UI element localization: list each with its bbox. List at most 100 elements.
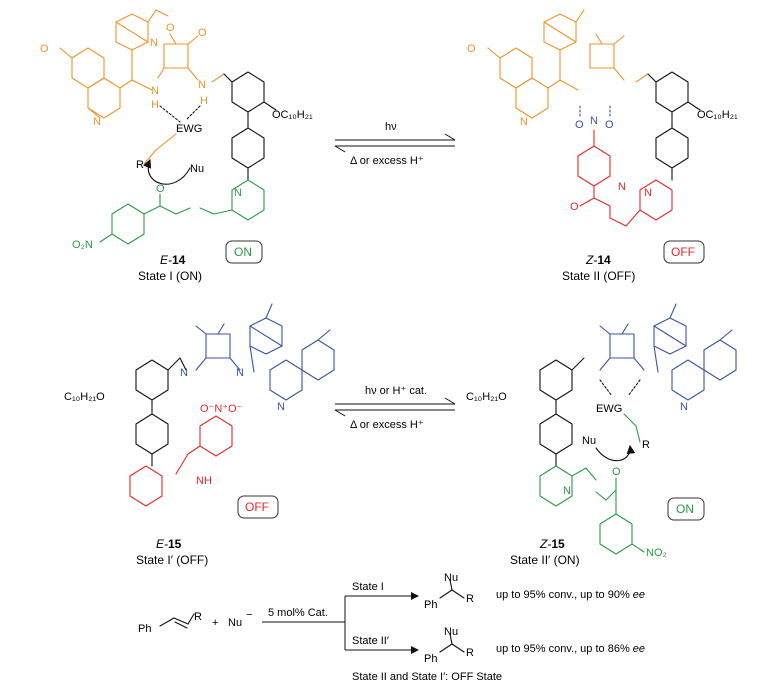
biaryl-core — [135, 357, 187, 467]
attack-arrow — [595, 444, 636, 462]
oalkyl-label: OC₁₀H₂₁ — [272, 109, 313, 121]
methoxy-label: O — [467, 43, 476, 55]
badge-off-z14-text: OFF — [671, 245, 695, 259]
nh-left-h: H — [151, 99, 159, 111]
pyridine-hydrazone — [539, 465, 645, 555]
arrow-bottom-label: Δ or excess H⁺ — [350, 155, 424, 167]
squaramide — [157, 33, 225, 83]
product-top-nu: Nu — [444, 572, 458, 584]
sq-o1: O — [166, 22, 175, 34]
h-bond-dashes — [579, 105, 611, 119]
methoxy-label: O — [40, 43, 49, 55]
substrate-alkene — [623, 413, 641, 443]
quinoline-ring — [59, 47, 133, 119]
nh-left-n: N — [151, 85, 159, 97]
compound-name-e14: E-14 — [160, 253, 186, 267]
amide-o: O — [570, 201, 579, 213]
nu-label: Nu — [190, 163, 204, 175]
nh-label: N — [618, 181, 626, 193]
h-bond-dashes — [599, 379, 641, 397]
compound-name-e15: E-15 — [156, 537, 182, 551]
footer-note: State II and State I′: OFF State — [352, 671, 502, 683]
nh-right-n: N — [236, 367, 244, 379]
state-label-z14: State II (OFF) — [562, 269, 635, 283]
biaryl-core — [647, 71, 701, 181]
structure-z15: N C₁₀H₂₁O EWG R Nu — [466, 303, 737, 567]
product-top-r: R — [466, 593, 474, 605]
nitro-o1: O — [575, 119, 584, 131]
catalyst-label: 5 mol% Cat. — [268, 607, 328, 619]
quinoline-n: N — [93, 116, 101, 128]
quinoline-ring — [269, 329, 335, 401]
branch-top-label: State I — [352, 581, 384, 593]
badge-off-e15-text: OFF — [245, 500, 269, 514]
aroyl-hydrazone — [577, 129, 673, 227]
product-top-ph: Ph — [424, 599, 437, 611]
pyridine-n: N — [234, 187, 242, 199]
product-bottom-ph: Ph — [424, 653, 437, 665]
nh-right-n: N — [198, 79, 206, 91]
nh-right-h: H — [200, 95, 208, 107]
reactant-alkene — [159, 613, 195, 629]
attack-arrow — [142, 158, 191, 185]
quinoline-ring — [487, 47, 561, 119]
nucleophile-charge: − — [246, 609, 252, 621]
arrow-bottom-label-mid: Δ or excess H⁺ — [350, 419, 424, 431]
nitro-o2: O — [605, 119, 614, 131]
nh-label: NH — [196, 475, 212, 487]
structure-z14: O N OC₁₀H₂₁ O N O — [467, 9, 738, 283]
badge-on-z15 — [667, 497, 705, 521]
substrate-alkene — [143, 133, 177, 165]
plus-sign: + — [212, 617, 218, 629]
biaryl-core — [223, 71, 277, 181]
state-label-z15: State II′ (ON) — [510, 553, 580, 567]
quinuclidine — [249, 303, 283, 373]
nh-left-n: N — [180, 367, 188, 379]
branch-bottom-label: State II′ — [352, 635, 389, 647]
badge-on-e14-text: ON — [234, 245, 252, 259]
amide-o: O — [156, 183, 165, 195]
reactant-r: R — [194, 611, 202, 623]
equilibrium-arrows-middle — [334, 397, 456, 417]
structure-e15: N C₁₀H₂₁O N N O⁻N⁺O⁻ NH E-15 State I′ (O… — [64, 303, 335, 567]
nitro-group: O⁻N⁺O⁻ — [200, 403, 243, 415]
oalkyl-label: OC₁₀H₂₁ — [697, 109, 738, 121]
product-bottom-r: R — [466, 647, 474, 659]
badge-on-z15-text: ON — [676, 502, 694, 516]
no2-label: O₂N — [72, 239, 93, 251]
result-top: up to 95% conv., up to 90% ee — [496, 589, 645, 601]
nu-label: Nu — [582, 435, 596, 447]
squaramide — [599, 323, 645, 371]
arrow-top-label-mid: hν or H⁺ cat. — [365, 385, 427, 397]
amide-o: O — [612, 466, 621, 478]
quinuclidine — [543, 9, 585, 91]
no2-label: NO₂ — [646, 547, 667, 559]
quinoline-n: N — [520, 116, 528, 128]
pyridine-n: N — [644, 187, 652, 199]
product-top — [439, 579, 465, 599]
product-bottom-nu: Nu — [444, 626, 458, 638]
quinuclidine-n: N — [150, 37, 158, 49]
pyridine-n: N — [563, 485, 571, 497]
structure-e14: O N N O O N H N H — [40, 9, 313, 283]
r-label: R — [642, 439, 650, 451]
state-label-e14: State I (ON) — [138, 269, 202, 283]
reaction-scheme: Ph R + Nu − 5 mol% Cat. State I State II… — [138, 572, 645, 683]
compound-name-z14: Z-14 — [585, 253, 611, 267]
badge-off-e15 — [237, 495, 279, 519]
quinoline-n: N — [277, 401, 285, 413]
nucleophile: Nu — [228, 617, 242, 629]
aroyl-hydrazone — [129, 415, 233, 507]
quinoline-n: N — [680, 401, 688, 413]
quinuclidine — [115, 9, 169, 91]
nitro-n: N — [590, 115, 598, 127]
quinuclidine — [653, 303, 687, 373]
equilibrium-arrows-top — [334, 133, 456, 153]
sq-o2: O — [198, 27, 207, 39]
compound-name-z15: Z-15 — [539, 537, 565, 551]
oalkyl-label: C₁₀H₂₁O — [64, 391, 105, 403]
ewg-label: EWG — [176, 123, 202, 135]
ewg-label: EWG — [596, 403, 622, 415]
r-label: R — [136, 159, 144, 171]
